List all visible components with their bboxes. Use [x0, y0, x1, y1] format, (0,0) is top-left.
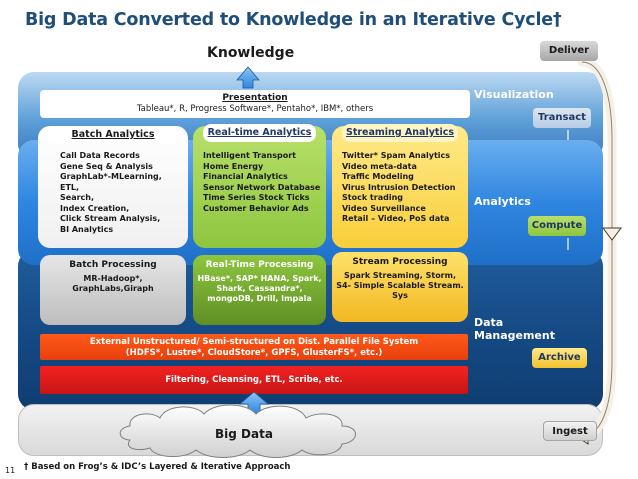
- ingest-button[interactable]: Ingest: [543, 421, 597, 441]
- storage-bar-line2: (HDFS*, Lustre*, CloudStore*, GPFS, Glus…: [125, 348, 383, 358]
- list-item: Twitter* Spam Analytics: [342, 151, 451, 160]
- list-item: Traffic Modeling: [342, 172, 414, 181]
- list-item: Retail – Video, PoS data: [342, 214, 450, 223]
- streaming-analytics-title: Streaming Analytics: [342, 124, 458, 142]
- presentation-title: Presentation: [222, 93, 288, 103]
- list-item: Stock trading: [342, 193, 403, 202]
- realtime-analytics-items: Intelligent Transport Home Energy Financ…: [203, 151, 320, 214]
- analytics-label: Analytics: [474, 195, 531, 208]
- visualization-label: Visualization: [474, 88, 554, 101]
- page-title: Big Data Converted to Knowledge in an It…: [25, 10, 562, 30]
- list-item: BI Analytics: [60, 224, 114, 234]
- footnote: † Based on Frog’s & IDC’s Layered & Iter…: [24, 462, 291, 472]
- realtime-processing-title: Real-Time Processing: [205, 260, 314, 270]
- list-item: MR-Hadoop*,: [83, 274, 143, 283]
- storage-bar-line1: External Unstructured/ Semi-structured o…: [89, 337, 419, 347]
- page-number: 11: [5, 466, 16, 475]
- list-item: Call Data Records: [60, 151, 140, 160]
- compute-button[interactable]: Compute: [528, 216, 586, 236]
- list-item: Shark, Cassandra*,: [216, 284, 303, 293]
- deliver-button[interactable]: Deliver: [540, 41, 598, 61]
- presentation-box: Presentation Tableau*, R, Progress Softw…: [40, 90, 470, 118]
- realtime-analytics-card: Real-time Analytics Intelligent Transpor…: [193, 124, 326, 248]
- streaming-analytics-card: Streaming Analytics Twitter* Spam Analyt…: [332, 124, 468, 248]
- list-item: HBase*, SAP* HANA, Spark,: [197, 274, 322, 283]
- data-management-label-line1: Data: [474, 316, 504, 329]
- data-management-label-line2: Management: [474, 329, 555, 342]
- list-item: Intelligent Transport: [203, 151, 296, 160]
- list-item: Gene Seq & Analysis: [60, 161, 153, 171]
- data-management-label: Data Management: [474, 316, 555, 342]
- big-data-layer-band: [18, 404, 603, 456]
- list-item: Video Surveillance: [342, 203, 426, 213]
- presentation-tools: Tableau*, R, Progress Software*, Pentaho…: [136, 104, 374, 114]
- filtering-bar: Filtering, Cleansing, ETL, Scribe, etc.: [40, 366, 468, 394]
- knowledge-label: Knowledge: [207, 45, 295, 61]
- list-item: Sys: [392, 291, 408, 300]
- transact-button[interactable]: Transact: [533, 108, 591, 128]
- list-item: Customer Behavior Ads: [203, 203, 309, 213]
- list-item: Virus Intrusion Detection: [342, 182, 456, 192]
- list-item: Video meta-data: [342, 161, 417, 171]
- list-item: mongoDB, Drill, Impala: [207, 294, 312, 303]
- archive-button[interactable]: Archive: [532, 348, 587, 368]
- realtime-processing-box: Real-Time Processing HBase*, SAP* HANA, …: [193, 255, 326, 325]
- list-item: GraphLabs,Giraph: [72, 284, 154, 293]
- list-item: Search,: [60, 193, 95, 202]
- batch-analytics-items: Call Data Records Gene Seq & Analysis Gr…: [60, 151, 162, 235]
- stream-processing-body: Spark Streaming, Storm, S4- Simple Scala…: [332, 271, 468, 301]
- list-item: Click Stream Analysis,: [60, 214, 161, 223]
- list-item: Financial Analytics: [203, 172, 288, 181]
- list-item: GraphLab*-MLearning,: [60, 172, 162, 181]
- list-item: Spark Streaming, Storm,: [343, 271, 457, 280]
- list-item: ETL,: [60, 182, 80, 192]
- batch-processing-box: Batch Processing MR-Hadoop*, GraphLabs,G…: [40, 255, 186, 325]
- list-item: Sensor Network Database: [203, 182, 321, 192]
- list-item: Index Creation,: [60, 203, 130, 213]
- batch-analytics-title: Batch Analytics: [48, 126, 178, 144]
- list-item: Time Series Stock Ticks: [203, 193, 310, 202]
- batch-processing-body: MR-Hadoop*, GraphLabs,Giraph: [40, 274, 186, 294]
- stream-processing-box: Stream Processing Spark Streaming, Storm…: [332, 252, 468, 322]
- stream-processing-title: Stream Processing: [352, 257, 448, 267]
- streaming-analytics-items: Twitter* Spam Analytics Video meta-data …: [342, 151, 455, 225]
- realtime-analytics-title: Real-time Analytics: [203, 124, 316, 142]
- batch-processing-title: Batch Processing: [69, 260, 157, 270]
- big-data-label: Big Data: [215, 427, 273, 441]
- list-item: Home Energy: [203, 161, 264, 171]
- external-storage-bar: External Unstructured/ Semi-structured o…: [40, 334, 468, 360]
- list-item: S4- Simple Scalable Stream.: [336, 281, 464, 290]
- realtime-processing-body: HBase*, SAP* HANA, Spark, Shark, Cassand…: [193, 274, 326, 304]
- batch-analytics-card: Batch Analytics Call Data Records Gene S…: [38, 126, 188, 248]
